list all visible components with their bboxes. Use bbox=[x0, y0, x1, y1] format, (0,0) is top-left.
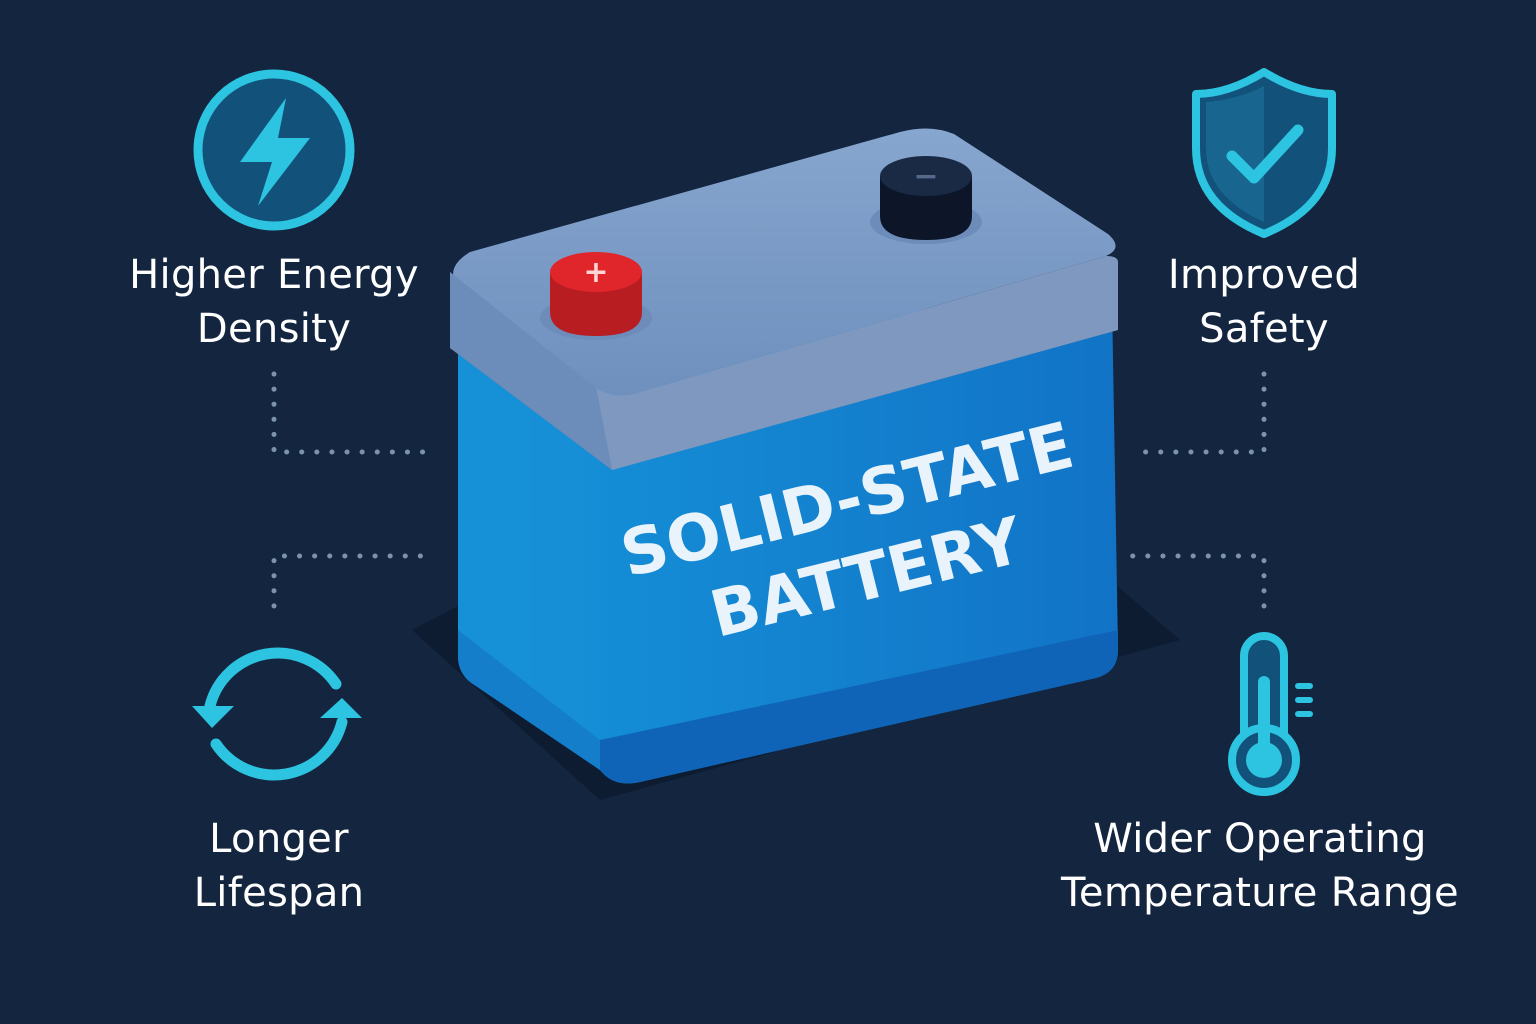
feature-lifespan-line2: Lifespan bbox=[193, 870, 365, 916]
battery-bottom-band bbox=[458, 630, 1118, 784]
negative-symbol: − bbox=[913, 159, 938, 194]
lightning-bolt-icon bbox=[193, 69, 355, 231]
feature-energy-label: Higher Energy Density bbox=[114, 248, 434, 356]
feature-temperature-line1: Wider Operating bbox=[1093, 816, 1427, 862]
connector-lifespan bbox=[271, 553, 429, 609]
battery-lid-rim-left bbox=[450, 272, 612, 470]
shield-check-icon bbox=[1192, 68, 1336, 238]
connector-lines bbox=[271, 371, 1267, 609]
connector-energy bbox=[271, 371, 429, 455]
battery-lid-rim bbox=[596, 256, 1118, 470]
feature-lifespan-line1: Longer bbox=[209, 816, 349, 862]
feature-safety-label: Improved Safety bbox=[1124, 248, 1404, 356]
cycle-arrows-icon bbox=[192, 647, 362, 781]
battery-side bbox=[458, 330, 600, 770]
connector-safety bbox=[1129, 371, 1267, 455]
feature-energy-line2: Density bbox=[196, 306, 352, 352]
positive-symbol: + bbox=[583, 255, 608, 290]
battery: + − SOLID-STATE BATTERY bbox=[412, 128, 1180, 800]
thermometer-icon bbox=[1228, 632, 1313, 796]
feature-temperature-line2: Temperature Range bbox=[1061, 870, 1459, 916]
feature-lifespan-label: Longer Lifespan bbox=[144, 812, 414, 920]
connector-temperature bbox=[1129, 553, 1267, 609]
feature-safety-line2: Safety bbox=[1199, 306, 1329, 352]
positive-terminal: + bbox=[540, 252, 652, 340]
feature-energy-line1: Higher Energy bbox=[129, 252, 419, 298]
feature-temperature-label: Wider Operating Temperature Range bbox=[1040, 812, 1480, 920]
negative-terminal: − bbox=[870, 156, 982, 244]
feature-safety-line1: Improved bbox=[1167, 252, 1361, 298]
